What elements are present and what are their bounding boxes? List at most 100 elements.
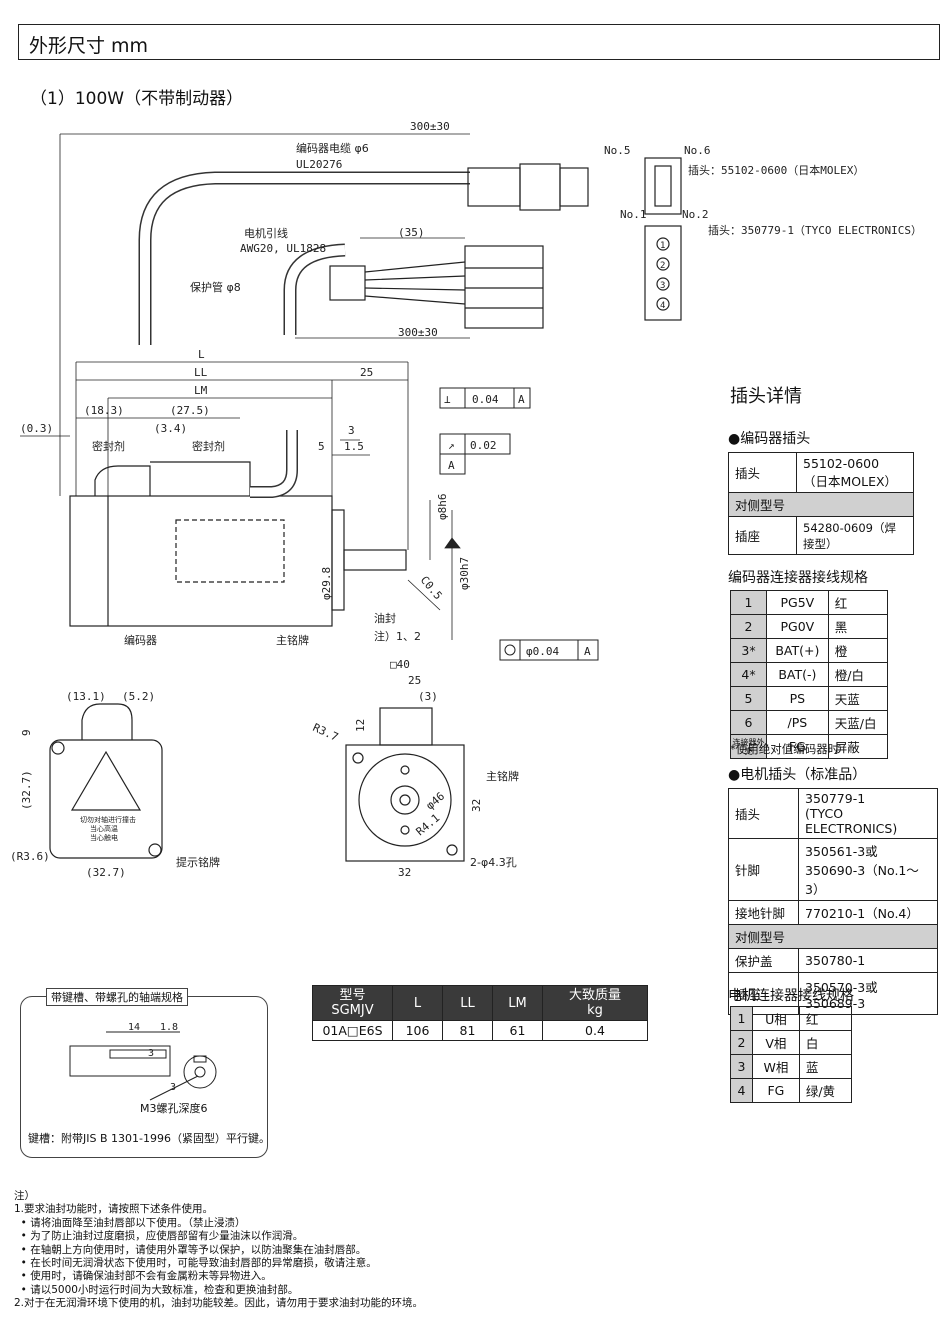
dia-pilot: φ30h7 <box>458 557 471 590</box>
motor-lead-label: 电机引线 <box>244 226 288 240</box>
dim-12: 12 <box>354 719 367 732</box>
table-cell: 插头 <box>728 452 797 493</box>
page-title: 外形尺寸 mm <box>18 24 940 60</box>
note-line: • 为了防止油封过度磨损，应使唇部留有少量油沫以作润滑。 <box>14 1230 304 1243</box>
mounting-holes: 2-φ4.3孔 <box>470 856 517 869</box>
oil-seal-label: 油封 <box>374 611 396 625</box>
datum-a-3: A <box>584 645 591 658</box>
encoder-cable-label: 编码器电缆 φ6 <box>296 141 369 155</box>
table-cell: 5 <box>730 686 767 711</box>
header-mass: 大致质量 kg <box>542 985 648 1021</box>
radius-3-6: (R3.6) <box>10 850 50 863</box>
motor-plug-title: ●电机插头（标准品） <box>728 767 867 783</box>
table-cell: V相 <box>752 1030 800 1055</box>
note-line: • 请以5000小时运行时间为大致标准，检查和更换油封部。 <box>14 1283 299 1296</box>
warning-plate-label: 提示铭牌 <box>176 855 220 869</box>
side-view-drawing: 编码器电缆 φ6 UL20276 300±30 电机引线 AWG20, UL18… <box>10 120 599 879</box>
table-cell: 橙/白 <box>827 662 889 687</box>
table-cell: 插头 <box>728 788 799 839</box>
keyway-dim-3a: 3 <box>148 1048 154 1059</box>
dia-46: φ46 <box>424 790 448 813</box>
dim-18-3: (18.3) <box>84 404 124 417</box>
dim-25: 25 <box>360 366 373 379</box>
dim-13-1: (13.1) <box>66 690 106 703</box>
header-LM: LM <box>492 985 543 1021</box>
dim-5: 5 <box>318 440 325 453</box>
sealant-label-1: 密封剂 <box>92 439 125 453</box>
table-cell: 1 <box>730 1006 753 1031</box>
dim-35: (35) <box>398 226 425 239</box>
table-cell: 3 <box>730 1054 753 1079</box>
table-cell: FG <box>752 1078 800 1103</box>
keyway-thread: M3螺孔深度6 <box>140 1102 208 1115</box>
table-cell: PG5V <box>766 590 829 615</box>
table-cell: 770210-1（No.4） <box>798 900 938 925</box>
table-cell: 54280-0609（焊接型） <box>796 516 914 555</box>
table-cell: 01A□E6S <box>312 1020 393 1041</box>
dim-3: 3 <box>348 424 355 437</box>
dia-shaft: φ8h6 <box>436 494 449 521</box>
radius-4-1: R4.1 <box>414 811 443 838</box>
dim-27-5: (27.5) <box>170 404 210 417</box>
table-cell: 屏蔽 <box>827 734 889 759</box>
keyway-drawing: 14 1.8 3 3 <box>69 1022 217 1101</box>
keyway-dim-14: 14 <box>128 1022 140 1033</box>
note-line: • 在轴朝上方向使用时，请使用外罩等予以保护，以防油聚集在油封唇部。 <box>14 1243 367 1256</box>
dim-3-4: (3.4) <box>154 422 187 435</box>
pin-no2: No.2 <box>682 208 709 221</box>
note-line: 1.要求油封功能时，请按照下述条件使用。 <box>14 1203 214 1216</box>
table-cell: 4* <box>730 662 767 687</box>
pin-3: 3 <box>660 281 665 291</box>
connector-sketches: No.5 No.6 No.1 No.2 插头：55102-0600（日本MOLE… <box>604 144 922 321</box>
table-cell: PG0V <box>766 614 829 639</box>
table-cell: 6 <box>730 710 767 735</box>
pin-1: 1 <box>660 241 665 251</box>
perp-symbol: ⊥ <box>444 393 451 406</box>
runout-symbol: ↗ <box>448 439 455 452</box>
table-cell: 55102-0600 （日本MOLEX） <box>796 452 914 493</box>
encoder-plug-title: ●编码器插头 <box>728 431 811 447</box>
table-cell: 接地针脚 <box>728 900 799 925</box>
protect-tube-label: 保护管 φ8 <box>190 280 241 294</box>
note-line: 注） <box>14 1190 35 1202</box>
table-cell: 插座 <box>728 516 797 555</box>
table-cell: 350779-1 (TYCO ELECTRONICS) <box>798 788 938 839</box>
table-cell: 61 <box>492 1020 543 1041</box>
table-cell: 针脚 <box>728 838 799 901</box>
table-cell: 绿/黄 <box>798 1078 853 1103</box>
encoder-label: 编码器 <box>124 633 157 647</box>
section-subtitle: （1）100W（不带制动器） <box>30 89 244 109</box>
header-L: L <box>392 985 443 1021</box>
table-cell: 红 <box>798 1006 853 1031</box>
pin-4: 4 <box>660 301 665 311</box>
table-cell: /PS <box>766 710 829 735</box>
warning-line-3: 当心触电 <box>90 833 118 842</box>
dim-0-3: (0.3) <box>20 422 53 435</box>
note-line: • 请将油面降至油封唇部以下使用。（禁止浸渍） <box>14 1216 246 1229</box>
dim-1-5: 1.5 <box>344 440 364 453</box>
cable-length-top: 300±30 <box>410 120 450 133</box>
warning-line-2: 当心高温 <box>90 824 118 833</box>
table-cell: W相 <box>752 1054 800 1079</box>
dim-32-7-horizontal: (32.7) <box>86 866 126 879</box>
motor-plug-label: 插头：350779-1（TYCO ELECTRONICS） <box>708 223 922 237</box>
oil-seal-note: 注）1、2 <box>374 629 421 643</box>
dim-LL: LL <box>194 366 208 379</box>
nameplate-label: 主铭牌 <box>276 633 309 647</box>
datum-a-1: A <box>518 393 525 406</box>
chamfer-c0-5: C0.5 <box>418 574 445 603</box>
flange-square-40: □40 <box>390 658 410 671</box>
table-cell: BAT(+) <box>766 638 829 663</box>
table-cell: 蓝 <box>798 1054 853 1079</box>
dim-LM: LM <box>194 384 208 397</box>
dim-L: L <box>198 348 205 361</box>
table-cell: 81 <box>442 1020 493 1041</box>
datum-a-2: A <box>448 459 455 472</box>
table-cell: 106 <box>392 1020 443 1041</box>
note-line: • 在长时间无润滑状态下使用时，可能导致油封唇部的异常磨损，敬请注意。 <box>14 1257 377 1270</box>
table-cell: 4 <box>730 1078 753 1103</box>
encoder-cable-spec: UL20276 <box>296 158 342 171</box>
